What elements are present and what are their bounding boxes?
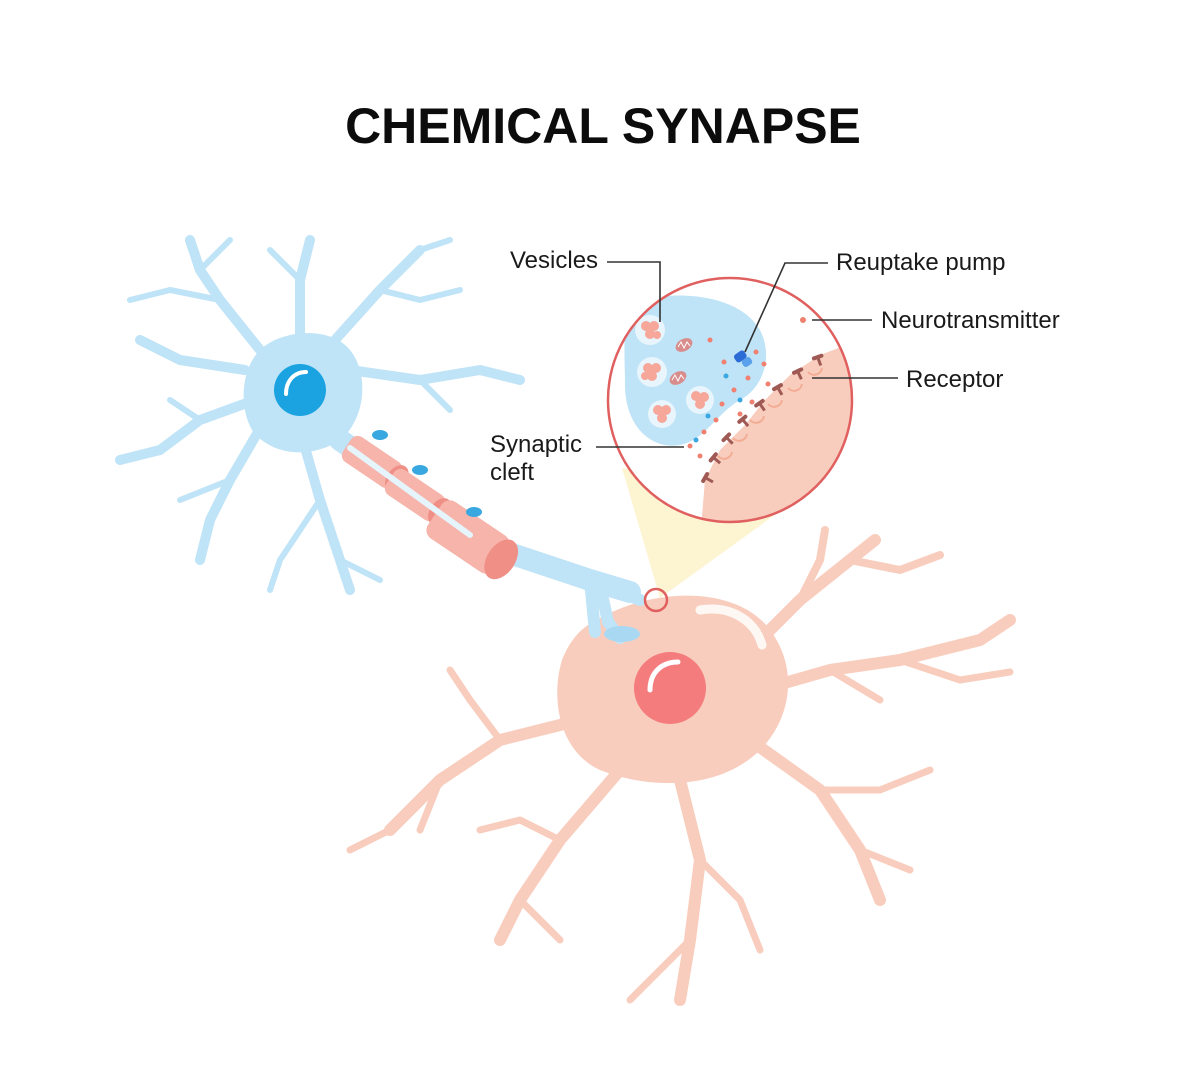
postsynaptic-dendrites bbox=[346, 526, 1016, 1006]
reuptake-pump bbox=[733, 350, 753, 367]
mitochondria bbox=[669, 338, 693, 385]
label-reuptake-pump: Reuptake pump bbox=[744, 249, 1005, 353]
svg-text:cleft: cleft bbox=[490, 459, 534, 486]
svg-text:Vesicles: Vesicles bbox=[510, 247, 598, 274]
receptors bbox=[701, 353, 824, 484]
terminal-bouton bbox=[604, 626, 640, 642]
label-neurotransmitter: Neurotransmitter bbox=[800, 307, 1060, 334]
page-title: CHEMICAL SYNAPSE bbox=[345, 98, 861, 154]
postsynaptic-nucleus bbox=[634, 652, 706, 724]
receptor-glow bbox=[717, 367, 823, 460]
neurotransmitter-molecules bbox=[687, 337, 771, 459]
presynaptic-dendrites bbox=[115, 235, 525, 595]
vesicles bbox=[635, 315, 714, 428]
svg-text:Synaptic: Synaptic bbox=[490, 431, 582, 458]
label-synaptic-cleft: Synaptic cleft bbox=[490, 431, 684, 486]
neurotransmitter-legend-dot bbox=[800, 317, 806, 323]
presynaptic-nucleus bbox=[274, 364, 326, 416]
label-receptor: Receptor bbox=[812, 366, 1003, 393]
svg-text:Reuptake pump: Reuptake pump bbox=[836, 249, 1005, 276]
postsynaptic-highlight bbox=[695, 604, 767, 650]
presynaptic-nucleus-highlight bbox=[284, 370, 308, 396]
axon-core bbox=[347, 445, 473, 538]
svg-text:Neurotransmitter: Neurotransmitter bbox=[881, 307, 1060, 334]
zoom-target-circle bbox=[643, 587, 669, 613]
nodes-of-ranvier bbox=[372, 430, 482, 517]
postsynaptic-nucleus-highlight bbox=[647, 659, 681, 693]
label-vesicles: Vesicles bbox=[510, 247, 661, 322]
svg-text:Receptor: Receptor bbox=[906, 366, 1003, 393]
